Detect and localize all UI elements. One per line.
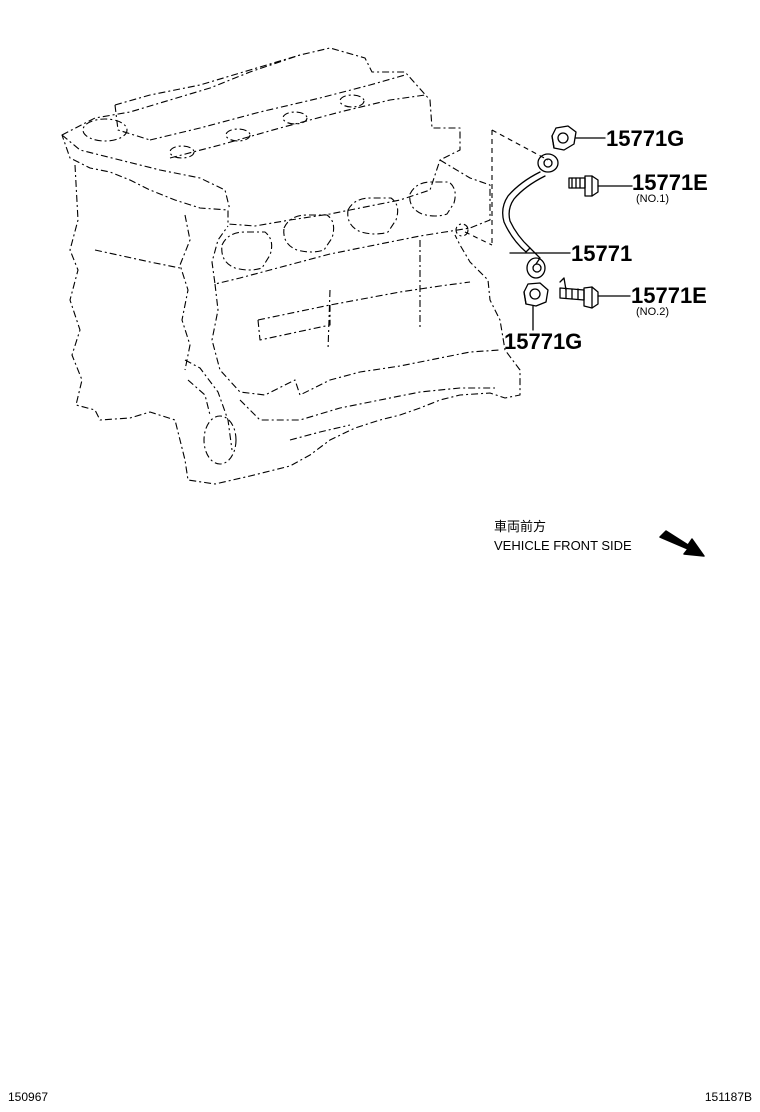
gasket-top-icon	[551, 125, 577, 151]
engine-block-illustration	[61, 47, 521, 485]
vehicle-front-label: VEHICLE FRONT SIDE	[494, 538, 632, 553]
assembly-guide-lines	[464, 129, 549, 246]
footer-right-code: 151187B	[705, 1090, 752, 1104]
callout-gasket-top-number: 15771G	[606, 126, 684, 151]
leader-lines	[509, 137, 633, 331]
union-bolt-no2-icon	[559, 277, 599, 309]
callout-bolt-no2-sub: (NO.2)	[636, 306, 669, 318]
union-bolt-no1-icon	[568, 175, 599, 197]
callout-bolt-no2-number: 15771E	[631, 283, 707, 308]
vehicle-front-japanese: 車両前方	[494, 519, 546, 534]
callout-bolt-no1-sub: (NO.1)	[636, 193, 669, 205]
oil-pipe-icon	[502, 153, 559, 279]
gasket-bottom-icon	[523, 282, 549, 307]
vehicle-front-arrow-icon	[659, 530, 705, 557]
callout-pipe-number: 15771	[571, 241, 632, 266]
callout-bolt-no1-number: 15771E	[632, 170, 708, 195]
footer-left-code: 150967	[8, 1090, 48, 1104]
callout-gasket-bottom-number: 15771G	[504, 329, 582, 354]
